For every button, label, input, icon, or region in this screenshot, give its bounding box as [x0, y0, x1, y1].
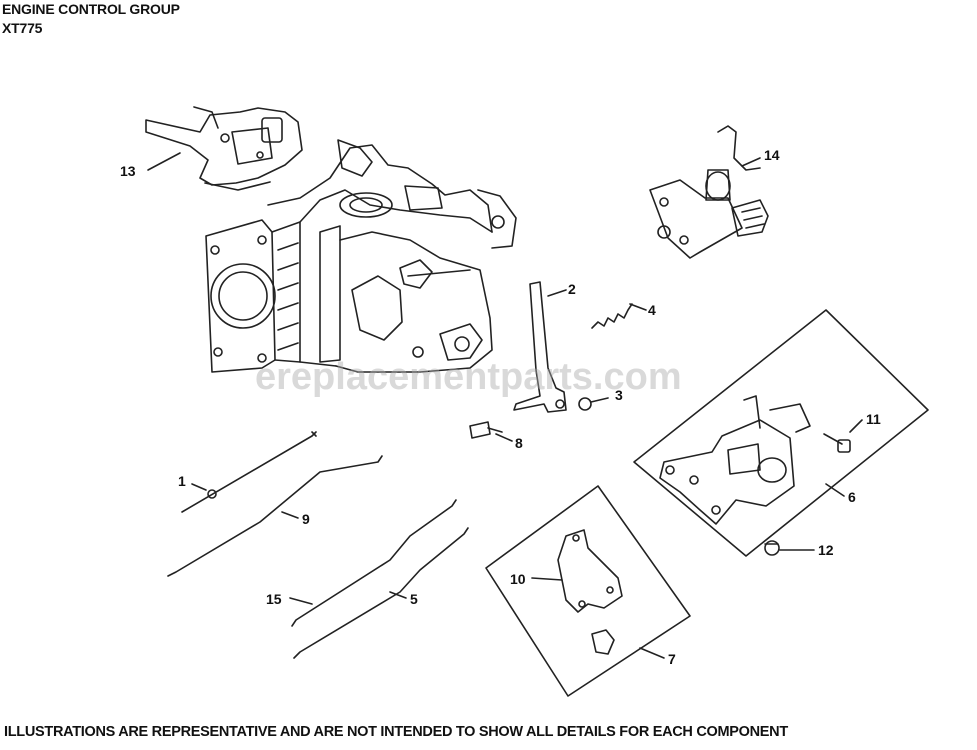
- part-10-plate: [557, 529, 623, 613]
- disclaimer-footer: ILLUSTRATIONS ARE REPRESENTATIVE AND ARE…: [4, 724, 788, 740]
- callout-7: 7: [668, 651, 676, 667]
- callout-1: 1: [178, 473, 186, 489]
- leader-10: [531, 577, 563, 581]
- leader-1: [191, 483, 207, 491]
- callout-14: 14: [764, 147, 780, 163]
- callout-11: 11: [866, 411, 881, 427]
- leader-4: [629, 303, 647, 311]
- part-4-spring: [591, 303, 633, 329]
- model-number: XT775: [2, 20, 43, 36]
- kit-box-6: [633, 309, 929, 557]
- callout-3: 3: [615, 387, 623, 403]
- part-7-clip: [591, 629, 615, 655]
- callout-5: 5: [410, 591, 418, 607]
- leader-7: [639, 647, 665, 659]
- leader-14: [741, 157, 761, 167]
- callout-4: 4: [648, 302, 656, 318]
- part-5-rod: [293, 527, 469, 659]
- part-3-screw: [578, 397, 609, 411]
- callout-2: 2: [568, 281, 576, 297]
- part-1-rod: [181, 431, 317, 513]
- part-2-governor-lever: [513, 281, 567, 413]
- leader-5: [389, 591, 407, 599]
- callout-10: 10: [510, 571, 526, 587]
- part-13-bracket: [145, 106, 303, 191]
- callout-12: 12: [818, 542, 834, 558]
- callout-6: 6: [848, 489, 856, 505]
- part-6-control-bracket: [659, 395, 811, 525]
- part-8-pin: [469, 421, 503, 439]
- part-14-assembly: [649, 125, 769, 259]
- leader-11: [849, 419, 863, 433]
- part-12-nut: [764, 540, 780, 556]
- leader-6: [825, 483, 845, 497]
- watermark: ereplacementparts.com: [255, 356, 682, 398]
- leader-15: [289, 597, 313, 605]
- leader-2: [547, 289, 567, 297]
- part-9-rod: [167, 455, 383, 577]
- leader-8: [495, 433, 513, 442]
- leader-9: [281, 511, 299, 519]
- callout-8: 8: [515, 435, 523, 451]
- part-15-rod: [291, 499, 457, 627]
- callout-15: 15: [266, 591, 282, 607]
- kit-box-7: [485, 485, 691, 697]
- callout-13: 13: [120, 163, 136, 179]
- diagram-title: ENGINE CONTROL GROUP: [2, 1, 180, 17]
- leader-13: [147, 152, 181, 171]
- part-11-bolt: [823, 433, 851, 453]
- engine-block: [205, 139, 517, 373]
- callout-9: 9: [302, 511, 310, 527]
